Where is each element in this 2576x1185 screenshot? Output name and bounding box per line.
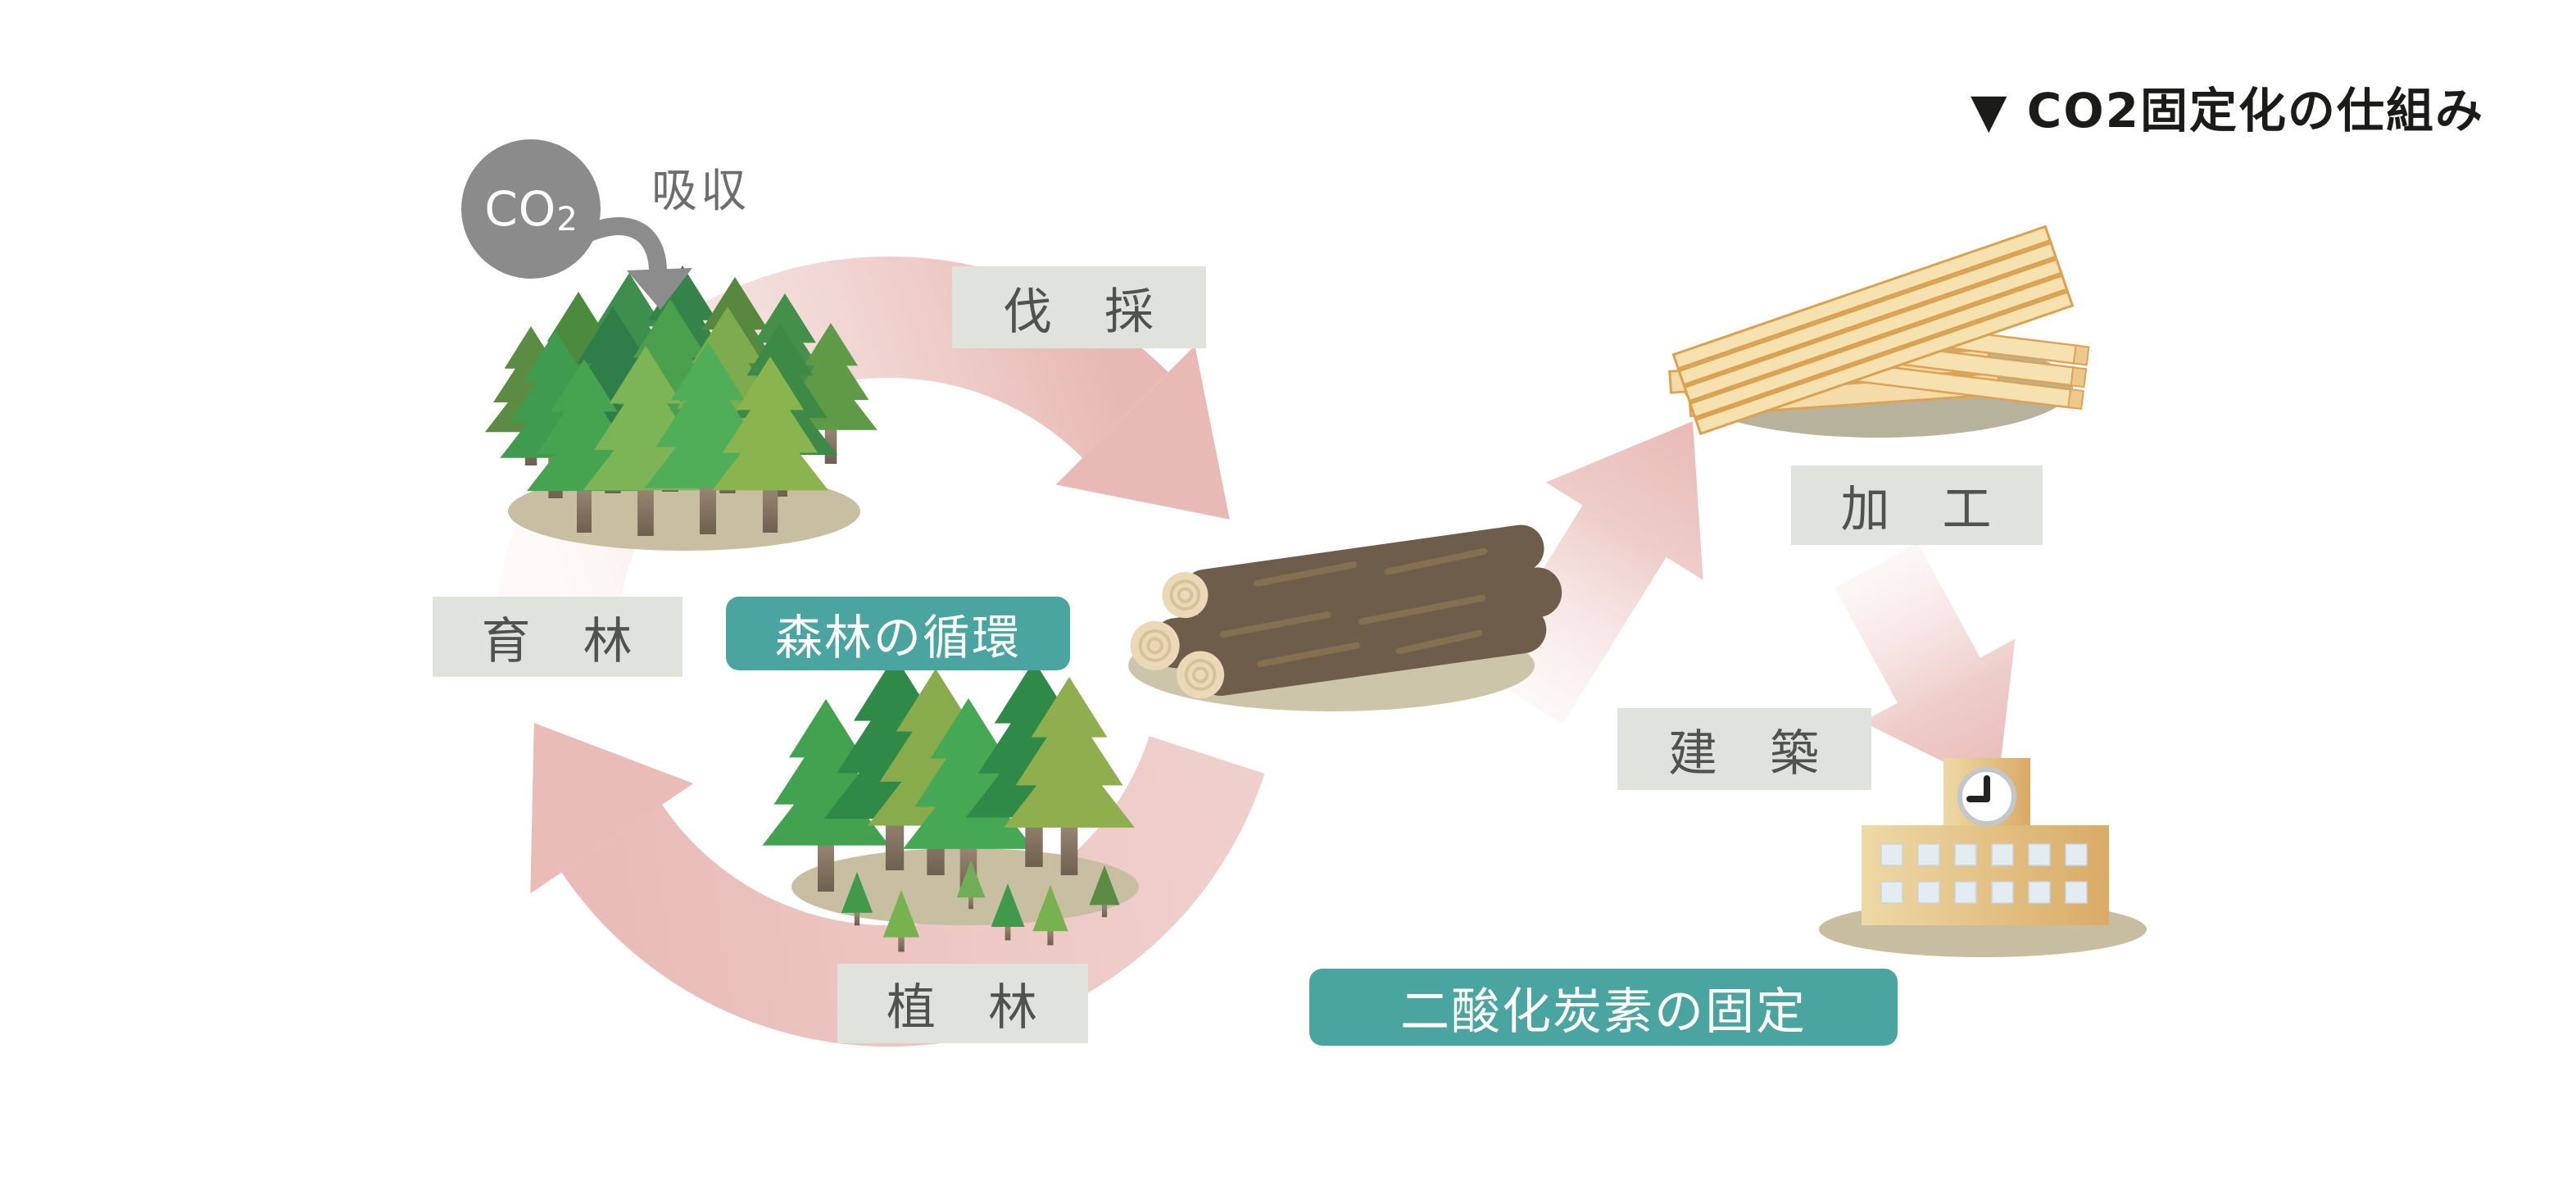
lumber-pile bbox=[1668, 225, 2090, 438]
step-logging-label: 伐 採 bbox=[952, 266, 1206, 348]
building bbox=[1819, 758, 2147, 957]
step-planting-label: 植 林 bbox=[837, 964, 1088, 1043]
step-processing-label: 加 工 bbox=[1791, 465, 2043, 545]
co2-formula-subscript: 2 bbox=[556, 201, 578, 238]
window bbox=[2028, 843, 2051, 866]
co2-formula: CO bbox=[484, 181, 557, 237]
cycle-arrowhead-left bbox=[530, 723, 694, 894]
cycle-arrowhead-right bbox=[1055, 345, 1230, 520]
window bbox=[1880, 881, 1903, 904]
window bbox=[1991, 843, 2014, 866]
forest-cycle-badge: 森林の循環 bbox=[726, 597, 1070, 670]
co2-fixation-badge: 二酸化炭素の固定 bbox=[1309, 969, 1898, 1046]
step-construction-label: 建 築 bbox=[1617, 708, 1871, 790]
window bbox=[1991, 881, 2014, 904]
forest-young bbox=[762, 656, 1139, 952]
co2-badge: CO 2 bbox=[461, 139, 601, 279]
logs bbox=[1128, 524, 1562, 711]
window bbox=[1917, 843, 1940, 866]
window bbox=[1880, 843, 1903, 866]
window bbox=[1954, 843, 1977, 866]
window bbox=[1954, 881, 1977, 904]
step-growing-label: 育 林 bbox=[433, 597, 683, 677]
forest-mature bbox=[484, 266, 878, 551]
window bbox=[2065, 881, 2088, 904]
arrow-processing-to-building bbox=[1834, 543, 2016, 788]
diagram-title: ▼ CO2固定化の仕組み bbox=[1970, 83, 2484, 138]
absorption-label: 吸収 bbox=[651, 165, 750, 218]
window bbox=[2028, 881, 2051, 904]
clock-icon bbox=[1957, 767, 2016, 826]
window bbox=[2065, 843, 2088, 866]
window bbox=[1917, 881, 1940, 904]
